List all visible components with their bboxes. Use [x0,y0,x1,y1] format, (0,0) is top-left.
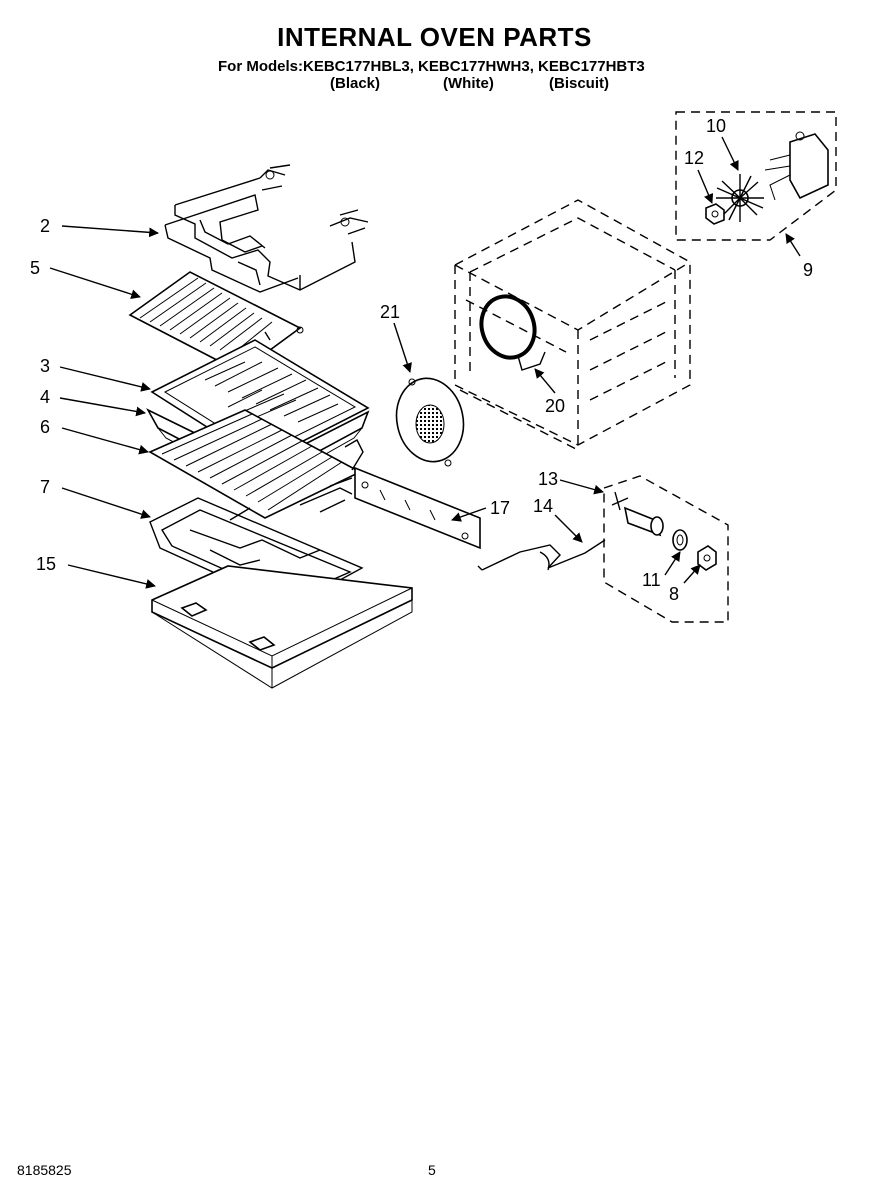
fan-motor-group [675,111,837,241]
temperature-sensor [611,491,664,537]
convection-fan-cover [395,377,465,467]
oven-cavity [454,199,691,451]
callout-2: 2 [40,216,50,236]
callout-11: 11 [642,570,661,590]
models-line: For Models:KEBC177HBL3, KEBC177HWH3, KEB… [218,58,645,75]
convection-fan-blade [716,174,764,222]
callout-6: 6 [40,417,50,437]
callout-12: 12 [684,148,704,168]
mounting-bracket [354,466,481,550]
broil-element [164,164,369,293]
callout-13: 13 [538,469,558,489]
callout-17: 17 [490,498,510,518]
callout-20: 20 [545,396,565,416]
bake-element-cover [151,565,413,689]
callout-7: 7 [40,477,50,497]
callout-10: 10 [706,116,726,136]
convection-element [479,294,546,371]
callout-9: 9 [803,260,813,280]
sensor-nut [672,529,688,551]
page-title: INTERNAL OVEN PARTS [277,22,592,52]
fan-nut [705,203,725,225]
callout-leaders [49,136,801,589]
sensor-group [603,475,729,623]
sensor-probe [477,539,606,571]
callout-15: 15 [36,554,56,574]
callout-14: 14 [533,496,553,516]
variant-biscuit: (Biscuit) [549,75,609,92]
callout-4: 4 [40,387,50,407]
variant-white: (White) [443,75,494,92]
broil-pan-insert [150,339,370,463]
bake-element [149,487,364,599]
document-number: 8185825 [17,1162,72,1178]
variant-black: (Black) [330,75,381,92]
page-number: 5 [428,1162,436,1178]
callout-5: 5 [30,258,40,278]
callout-3: 3 [40,356,50,376]
callout-21: 21 [380,302,400,322]
hex-nut [697,545,717,571]
callout-8: 8 [669,584,679,604]
